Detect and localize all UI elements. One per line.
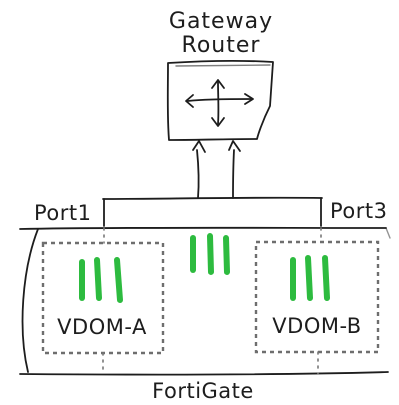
port1-label: Port1 — [34, 201, 92, 225]
router-label-line1: Gateway — [169, 9, 273, 34]
vdom-b-label: VDOM-B — [272, 314, 361, 338]
router-uplinks — [102, 140, 323, 227]
gateway-router-icon — [166, 60, 274, 141]
vdom-b-box — [254, 240, 380, 354]
router-label-line2: Router — [182, 33, 261, 58]
vdom-b-green-marks — [290, 255, 330, 301]
port3-label: Port3 — [330, 199, 388, 223]
fortigate-device-outline — [19, 226, 391, 376]
fortigate-label: FortiGate — [152, 379, 254, 403]
vdom-a-label: VDOM-A — [57, 315, 147, 339]
vdom-a-green-marks — [79, 257, 123, 303]
root-green-marks — [190, 233, 230, 275]
